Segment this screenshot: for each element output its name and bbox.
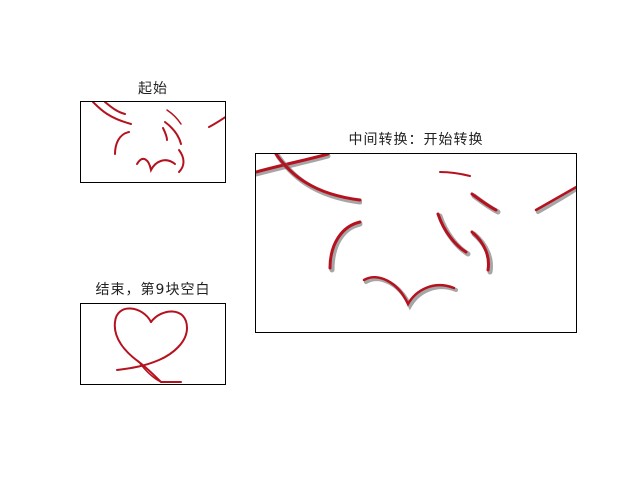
start-panel-title: 起始 <box>138 81 168 97</box>
end-panel-title: 结束，第9块空白 <box>95 282 211 298</box>
middle-panel-title: 中间转换：开始转换 <box>348 132 484 148</box>
start-puzzle-image <box>80 101 226 183</box>
middle-heart-fragments <box>256 154 576 332</box>
middle-puzzle-image <box>255 153 577 333</box>
start-heart-fragments <box>92 102 225 174</box>
end-puzzle-image <box>80 303 226 385</box>
end-heart-image <box>113 307 189 383</box>
